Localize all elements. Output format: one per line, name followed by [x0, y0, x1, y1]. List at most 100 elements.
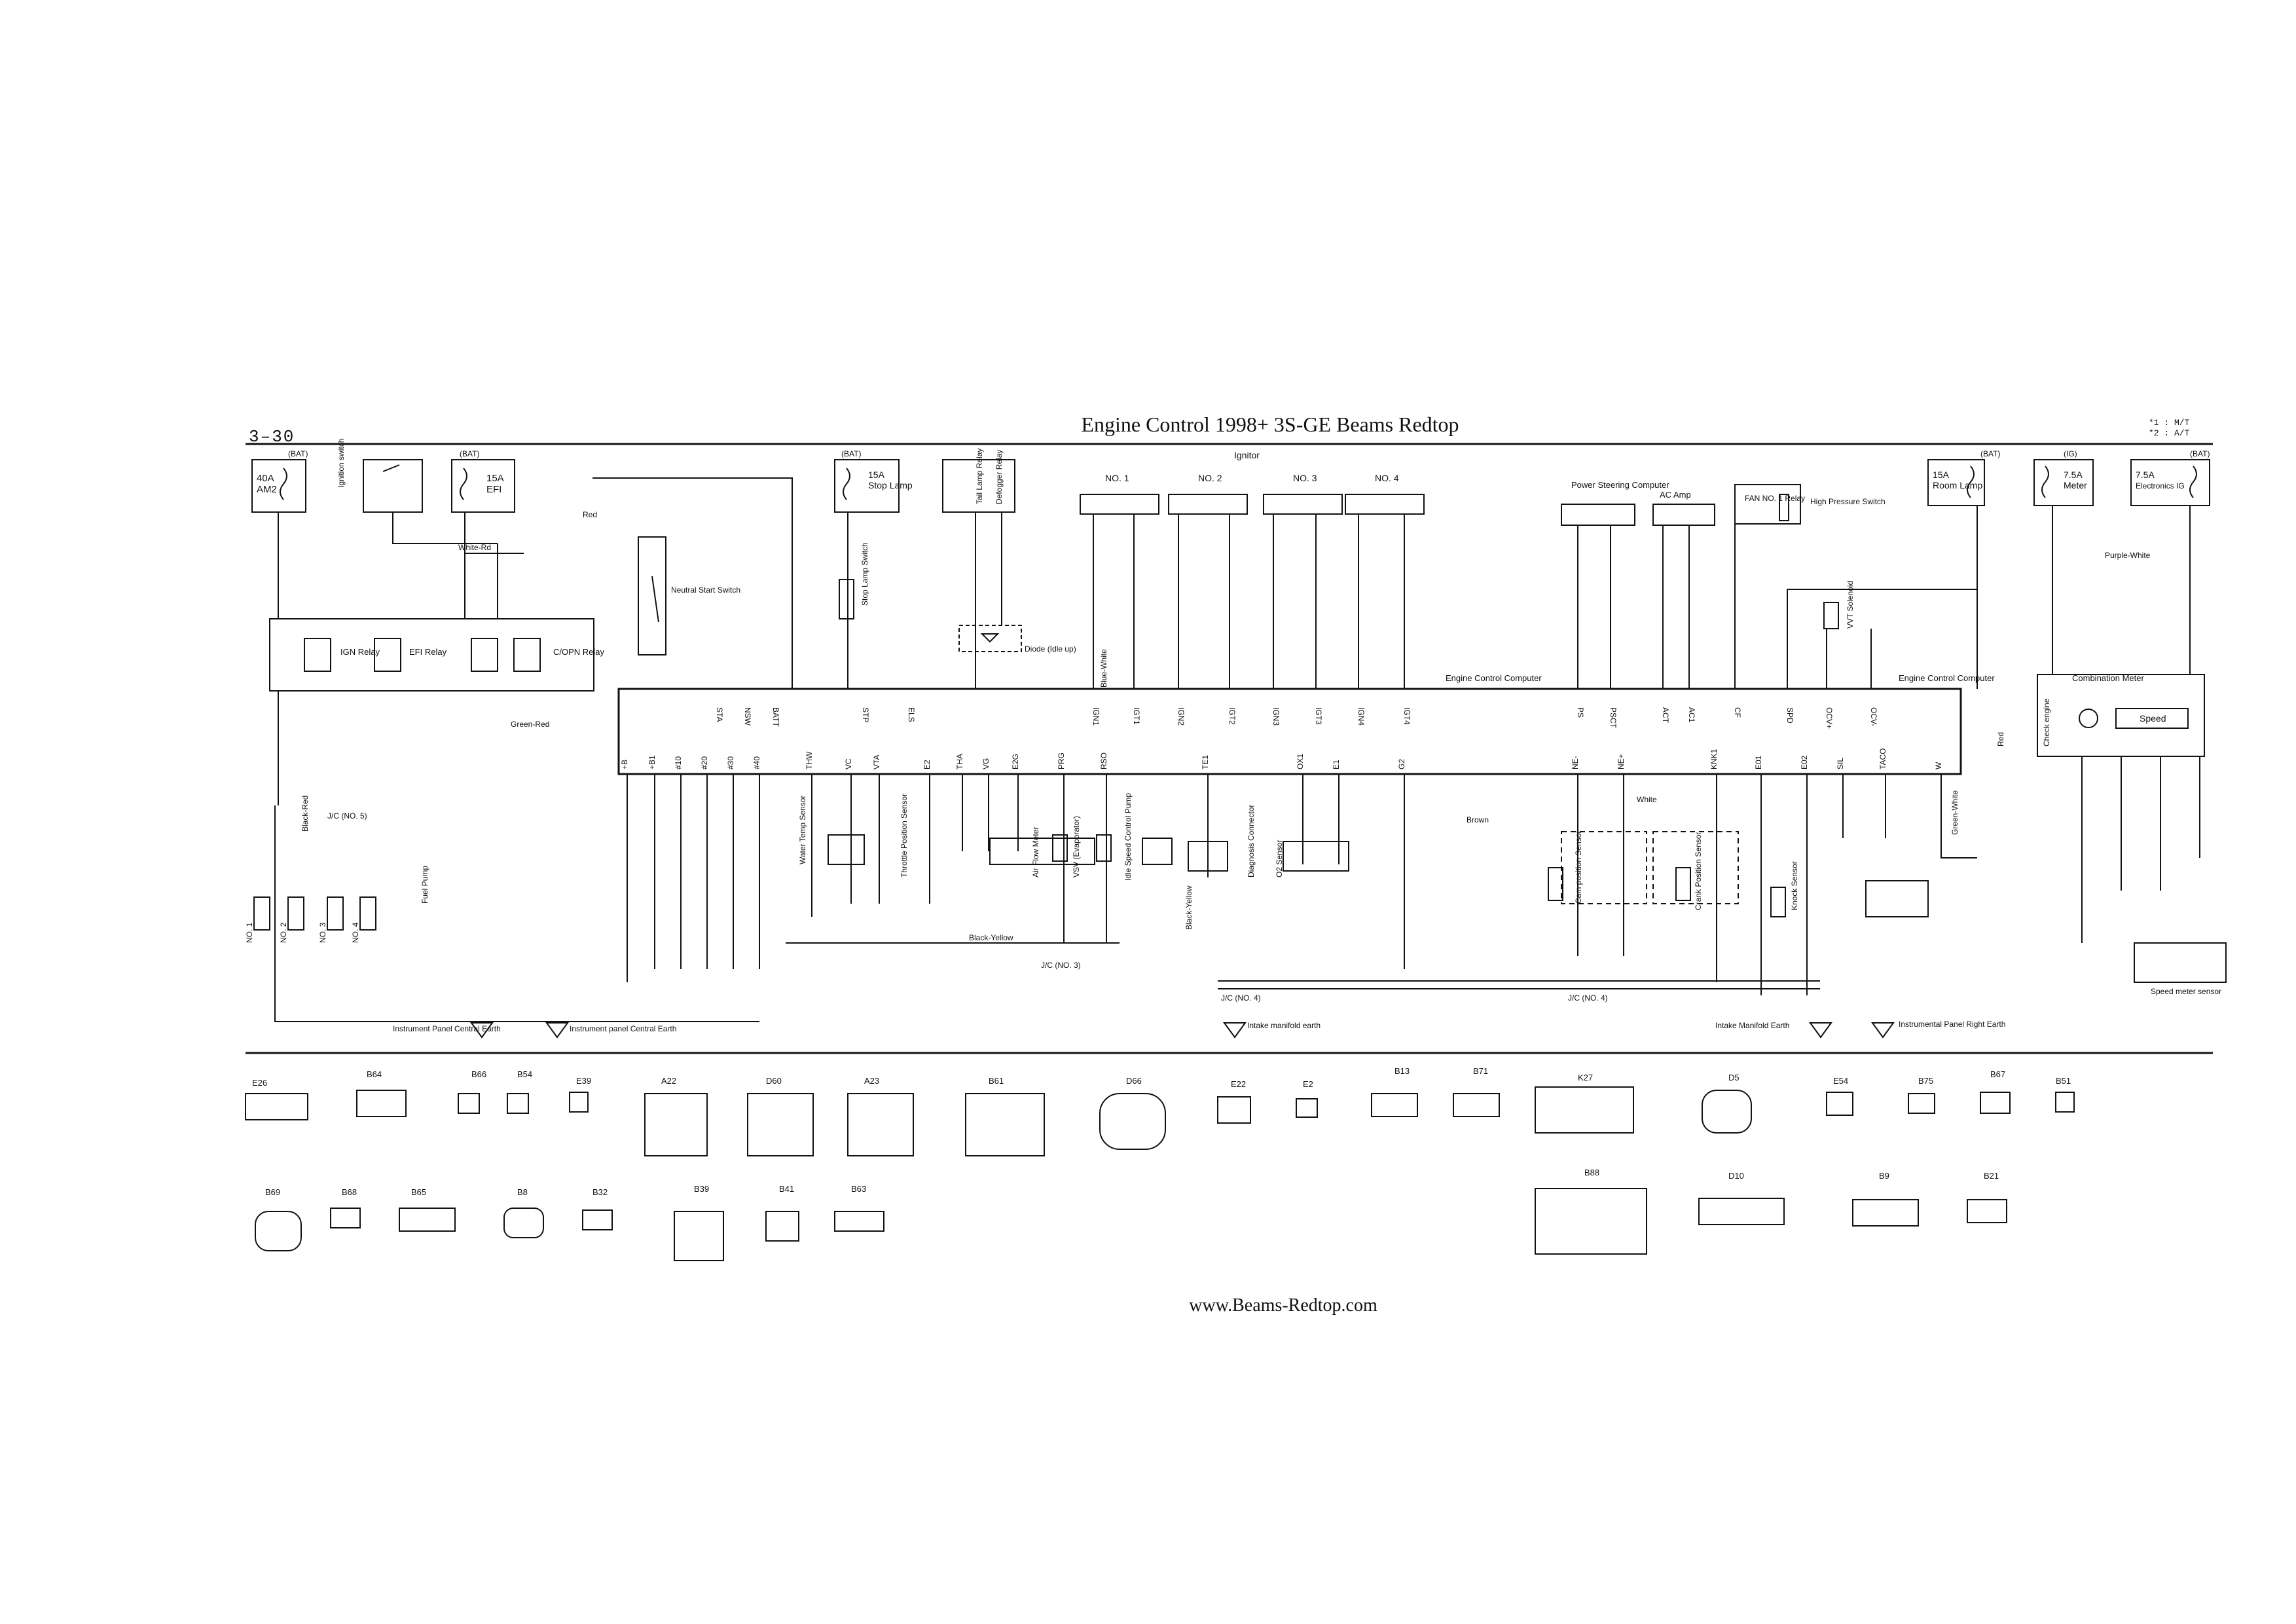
fuse-meter: 7.5A Meter (IG) [2033, 449, 2094, 506]
svg-text:Defogger Relay: Defogger Relay [994, 450, 1004, 504]
svg-text:E2: E2 [1303, 1079, 1313, 1089]
svg-text:White-Rd: White-Rd [458, 543, 491, 552]
fuse-stop: 15A Stop Lamp (BAT) [834, 449, 913, 513]
svg-text:ACT: ACT [1661, 707, 1670, 724]
fuse-efi: 15A EFI (BAT) [451, 449, 515, 513]
connector-row-2-labels: B69 B68 B65 B8 B32 B39 B41 B63 B88 D10 B… [265, 1168, 1999, 1197]
svg-text:B9: B9 [1879, 1171, 1889, 1181]
svg-text:VC: VC [844, 758, 853, 769]
svg-text:O2 Sensor: O2 Sensor [1275, 840, 1284, 877]
svg-text:RSO: RSO [1099, 752, 1108, 769]
svg-text:E2: E2 [922, 760, 932, 769]
neutral-start-switch: Neutral Start Switch [638, 536, 740, 655]
svg-text:Water Temp Sensor: Water Temp Sensor [798, 796, 807, 864]
svg-text:B32: B32 [592, 1187, 608, 1197]
svg-text:7.5A: 7.5A [2136, 470, 2155, 480]
svg-text:NSW: NSW [743, 707, 752, 726]
svg-text:Black-Yellow: Black-Yellow [1184, 885, 1194, 930]
svg-text:Instrumental Panel Right Earth: Instrumental Panel Right Earth [1899, 1020, 2005, 1029]
svg-text:E54: E54 [1833, 1076, 1848, 1086]
svg-text:PS: PS [1576, 707, 1585, 718]
svg-text:THA: THA [955, 754, 964, 769]
svg-text:E22: E22 [1231, 1079, 1246, 1089]
svg-text:B21: B21 [1984, 1171, 1999, 1181]
svg-text:KNK1: KNK1 [1709, 748, 1719, 769]
svg-text:B88: B88 [1584, 1168, 1599, 1177]
svg-text:B75: B75 [1918, 1076, 1933, 1086]
power-steering-computer: Power Steering Computer [1561, 480, 1669, 526]
diagram-title: Engine Control 1998+ 3S-GE Beams Redtop [1081, 413, 1459, 436]
ignition-switch: Ignition switch [337, 439, 423, 513]
svg-text:B13: B13 [1394, 1066, 1410, 1076]
ignition-coils: NO. 1 NO. 2 NO. 3 NO. 4 [1080, 473, 1425, 515]
svg-text:PSCT: PSCT [1609, 707, 1618, 729]
svg-text:Meter: Meter [2064, 480, 2087, 490]
svg-text:B8: B8 [517, 1187, 528, 1197]
sensor-labels: Water Temp Sensor Throttle Position Sens… [327, 793, 2221, 1003]
svg-text:40A: 40A [257, 473, 274, 484]
svg-text:15A: 15A [868, 470, 885, 480]
note-at: *2 : A/T [2149, 428, 2190, 438]
svg-text:Check engine: Check engine [2042, 698, 2051, 747]
svg-text:NO. 3: NO. 3 [1293, 473, 1317, 483]
svg-text:Purple-White: Purple-White [2105, 551, 2151, 560]
svg-text:NO. 2: NO. 2 [279, 922, 288, 943]
svg-text:IGN Relay: IGN Relay [340, 647, 380, 657]
svg-text:Electronics IG: Electronics IG [2136, 481, 2185, 490]
svg-text:IGN3: IGN3 [1271, 707, 1281, 726]
svg-text:K27: K27 [1578, 1073, 1593, 1082]
svg-text:J/C (NO. 4): J/C (NO. 4) [1221, 993, 1261, 1003]
svg-text:Stop Lamp: Stop Lamp [868, 480, 913, 490]
svg-text:Green-Red: Green-Red [511, 720, 549, 729]
idle-up-diode: Diode (Idle up) [958, 625, 1076, 654]
high-pressure-switch: High Pressure Switch [1779, 494, 1886, 521]
svg-text:Blue-White: Blue-White [1099, 649, 1108, 688]
svg-text:VTA: VTA [872, 755, 881, 769]
fuse-room: 15A Room Lamp (BAT) [1927, 449, 2000, 506]
injectors: NO. 1 NO. 2 NO. 3 NO. 4 [245, 896, 376, 943]
fan-relay: FAN NO. 1 Relay [1734, 484, 1805, 525]
svg-text:A22: A22 [661, 1076, 676, 1086]
svg-text:Intake manifold earth: Intake manifold earth [1247, 1021, 1321, 1030]
svg-text:IGT1: IGT1 [1132, 707, 1141, 725]
svg-text:+B1: +B1 [647, 755, 657, 769]
svg-text:E2G: E2G [1011, 754, 1020, 769]
svg-text:D5: D5 [1728, 1073, 1740, 1082]
svg-text:Stop Lamp Switch: Stop Lamp Switch [860, 542, 869, 606]
svg-text:B69: B69 [265, 1187, 280, 1197]
svg-text:E1: E1 [1332, 760, 1341, 769]
svg-text:VSV (Evaporator): VSV (Evaporator) [1072, 816, 1081, 877]
svg-text:Speed: Speed [2140, 713, 2166, 724]
svg-text:OCV-: OCV- [1869, 707, 1878, 726]
svg-text:Diode (Idle up): Diode (Idle up) [1025, 644, 1076, 654]
note-mt: *1 : M/T [2149, 418, 2190, 428]
svg-text:EFI Relay: EFI Relay [409, 647, 447, 657]
svg-text:Green-White: Green-White [1950, 790, 1959, 835]
svg-text:Brown: Brown [1467, 815, 1489, 824]
svg-text:B54: B54 [517, 1069, 532, 1079]
svg-text:W: W [1934, 762, 1943, 769]
svg-text:IGT2: IGT2 [1228, 707, 1237, 725]
vvt-solenoid: VVT Solenoid [1823, 581, 1855, 629]
svg-text:#10: #10 [674, 756, 683, 769]
svg-text:D60: D60 [766, 1076, 782, 1086]
relay-block: IGN Relay EFI Relay C/OPN Relay [269, 618, 605, 692]
ecu-top-pins: STA NSW BATT STP ELS IGN1 IGT1 IGN2 IGT2… [715, 707, 1878, 729]
transmission-notes: *1 : M/T *2 : A/T [2149, 418, 2189, 439]
svg-text:IGT4: IGT4 [1402, 707, 1412, 725]
svg-text:NO. 1: NO. 1 [245, 922, 254, 943]
fuse-electronics-ig: 7.5A Electronics IG (BAT) [2130, 449, 2210, 506]
svg-text:Combination Meter: Combination Meter [2072, 673, 2144, 683]
footer-url[interactable]: www.Beams-Redtop.com [1189, 1295, 1377, 1316]
svg-text:B65: B65 [411, 1187, 426, 1197]
svg-text:(BAT): (BAT) [460, 449, 479, 458]
svg-text:OX1: OX1 [1296, 754, 1305, 769]
svg-text:(BAT): (BAT) [288, 449, 308, 458]
svg-text:(BAT): (BAT) [1980, 449, 2000, 458]
svg-text:AC1: AC1 [1687, 707, 1696, 723]
svg-text:B41: B41 [779, 1184, 794, 1194]
svg-text:AC Amp: AC Amp [1660, 490, 1691, 500]
svg-text:IGT3: IGT3 [1314, 707, 1323, 725]
connector-row-1-labels: E26 B64 B66 B54 E39 A22 D60 A23 B61 D66 … [252, 1066, 2071, 1089]
svg-text:Speed meter sensor: Speed meter sensor [2151, 987, 2221, 996]
